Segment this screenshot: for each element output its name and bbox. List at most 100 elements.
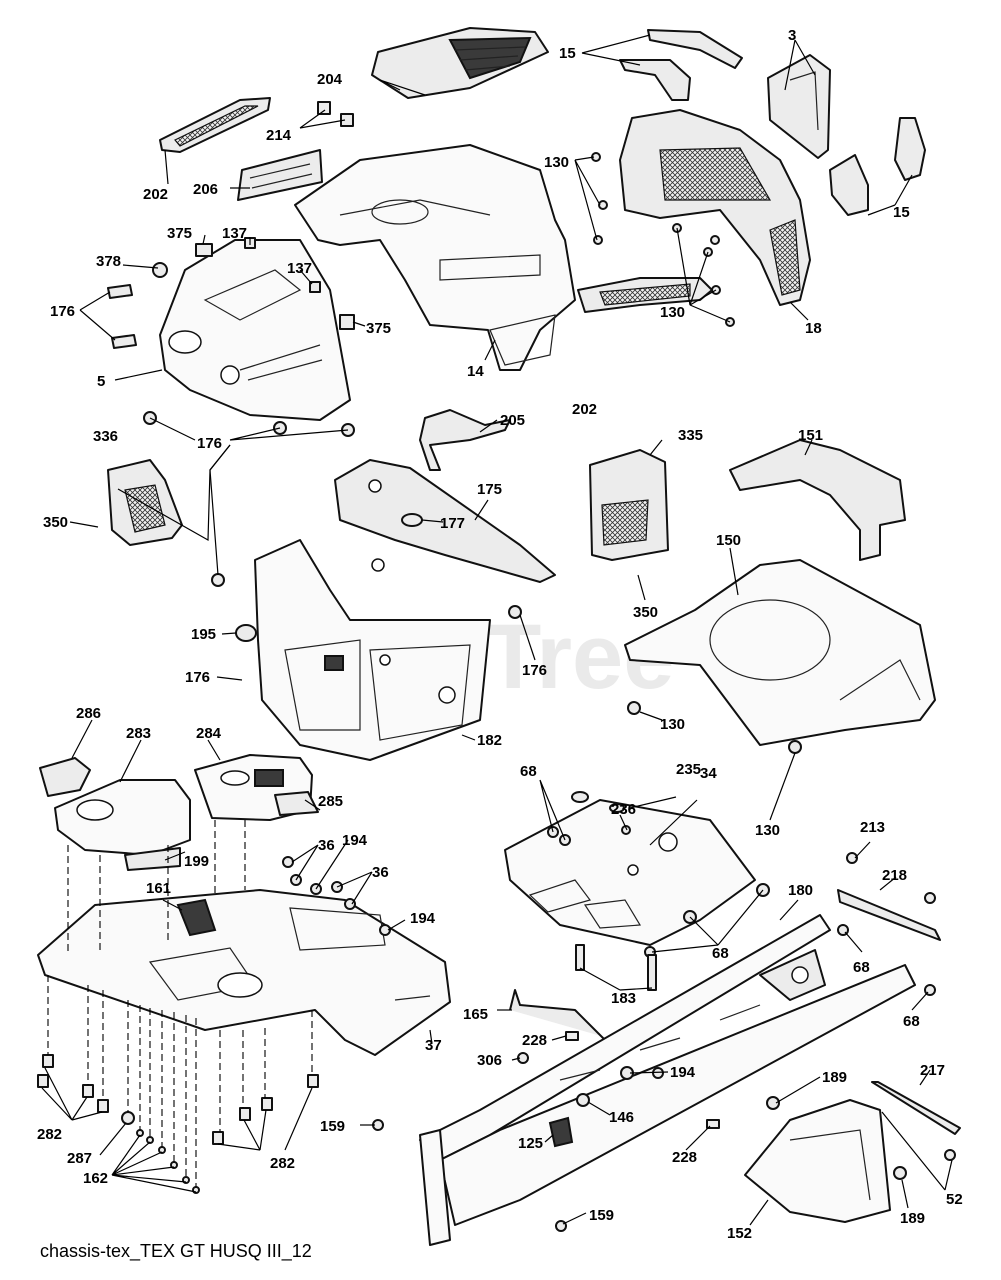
part-189-bolts: [766, 1096, 907, 1180]
callout-218: 218: [882, 867, 907, 884]
dashed-assembly-lines-fender: [47, 820, 313, 1187]
callout-68b: 68: [712, 945, 729, 962]
callout-175: 175: [477, 481, 502, 498]
callout-137b: 137: [287, 260, 312, 277]
callout-286: 286: [76, 705, 101, 722]
callout-151: 151: [798, 427, 823, 444]
part-175-bracket: [334, 459, 556, 583]
callout-284: 284: [196, 725, 222, 742]
part-202-upper-grille: [159, 97, 271, 153]
part-202-lower-grille: [577, 277, 713, 313]
part-14-hood: [294, 144, 576, 371]
callout-195: 195: [191, 626, 216, 643]
part-199-plate: [124, 847, 181, 871]
callout-36a: 36: [318, 837, 335, 854]
callout-375b: 375: [366, 320, 391, 337]
callout-159b: 159: [589, 1207, 614, 1224]
callout-235: 235: [676, 761, 701, 778]
part-3-side-panel: [767, 54, 831, 159]
part-228-146-306-194-fasteners: [517, 1031, 720, 1129]
callout-146: 146: [609, 1109, 634, 1126]
callout-36b: 36: [372, 864, 389, 881]
callout-130b: 130: [660, 304, 685, 321]
callout-34: 34: [700, 765, 717, 782]
part-336-side: [107, 459, 183, 546]
callout-37: 37: [425, 1037, 442, 1054]
part-159-bolts: [372, 1119, 567, 1232]
callout-162: 162: [83, 1170, 108, 1187]
part-206-bracket: [237, 149, 323, 201]
callout-375a: 375: [167, 225, 192, 242]
callout-199: 199: [184, 853, 209, 870]
callout-236: 236: [611, 801, 636, 818]
callout-176d: 176: [522, 662, 547, 679]
callout-213: 213: [860, 819, 885, 836]
part-125-bracket: [548, 1116, 574, 1148]
leader-lines: [41, 34, 953, 1226]
callout-189a: 189: [822, 1069, 847, 1086]
part-151-bracket: [729, 439, 906, 561]
callout-228b: 228: [672, 1149, 697, 1166]
callout-228a: 228: [522, 1032, 547, 1049]
callout-150: 150: [716, 532, 741, 549]
callout-5: 5: [97, 373, 105, 390]
callout-14: 14: [467, 363, 484, 380]
callout-18: 18: [805, 320, 822, 337]
part-36-194-fasteners: [282, 856, 391, 936]
part-182-front-shroud: [254, 539, 491, 761]
callout-350b: 350: [633, 604, 658, 621]
callout-52: 52: [946, 1191, 963, 1208]
part-5-dash: [159, 239, 351, 421]
part-152-bracket: [744, 1099, 891, 1223]
callout-217: 217: [920, 1062, 945, 1079]
callout-68c: 68: [853, 959, 870, 976]
callout-130a: 130: [544, 154, 569, 171]
part-183-bolts: [575, 944, 657, 991]
callout-159a: 159: [320, 1118, 345, 1135]
callout-68d: 68: [903, 1013, 920, 1030]
part-130-screws-lower: [627, 701, 802, 754]
callout-336: 336: [93, 428, 118, 445]
callout-204: 204: [317, 71, 343, 88]
part-285-cover: [274, 791, 319, 816]
callout-176b: 176: [197, 435, 222, 452]
callout-labels: 204 214 202 206 15 3 130 15 130 18 375 1…: [37, 27, 963, 1242]
part-214-clips: [317, 101, 354, 127]
callout-180: 180: [788, 882, 813, 899]
callout-68a: 68: [520, 763, 537, 780]
part-195-plug: [235, 624, 257, 642]
callout-206: 206: [193, 181, 218, 198]
callout-306: 306: [477, 1052, 502, 1069]
part-335-side: [589, 449, 669, 561]
callout-176c: 176: [185, 669, 210, 686]
part-180-frame: [419, 914, 916, 1246]
callout-137a: 137: [222, 225, 247, 242]
callout-350a: 350: [43, 514, 68, 531]
diagram-caption: chassis-tex_TEX GT HUSQ III_12: [40, 1241, 312, 1262]
callout-194c: 194: [670, 1064, 696, 1081]
part-34-plate: [504, 799, 756, 946]
callout-182: 182: [477, 732, 502, 749]
part-282-clips: [37, 1054, 319, 1145]
callout-125: 125: [518, 1135, 543, 1152]
callout-287: 287: [67, 1150, 92, 1167]
part-18-grille-housing: [619, 109, 811, 306]
callout-214: 214: [266, 127, 292, 144]
callout-183: 183: [611, 990, 636, 1007]
part-205-trim: [419, 409, 511, 471]
callout-202b: 202: [572, 401, 597, 418]
callout-176a: 176: [50, 303, 75, 320]
part-204-hood-panel: [371, 27, 549, 99]
callout-194b: 194: [410, 910, 436, 927]
callout-283: 283: [126, 725, 151, 742]
callout-285: 285: [318, 793, 343, 810]
callout-205: 205: [500, 412, 525, 429]
callout-130c: 130: [660, 716, 685, 733]
callout-161: 161: [146, 880, 171, 897]
callout-15b: 15: [893, 204, 910, 221]
callout-165: 165: [463, 1006, 488, 1023]
callout-3: 3: [788, 27, 796, 44]
callout-177: 177: [440, 515, 465, 532]
callout-15a: 15: [559, 45, 576, 62]
